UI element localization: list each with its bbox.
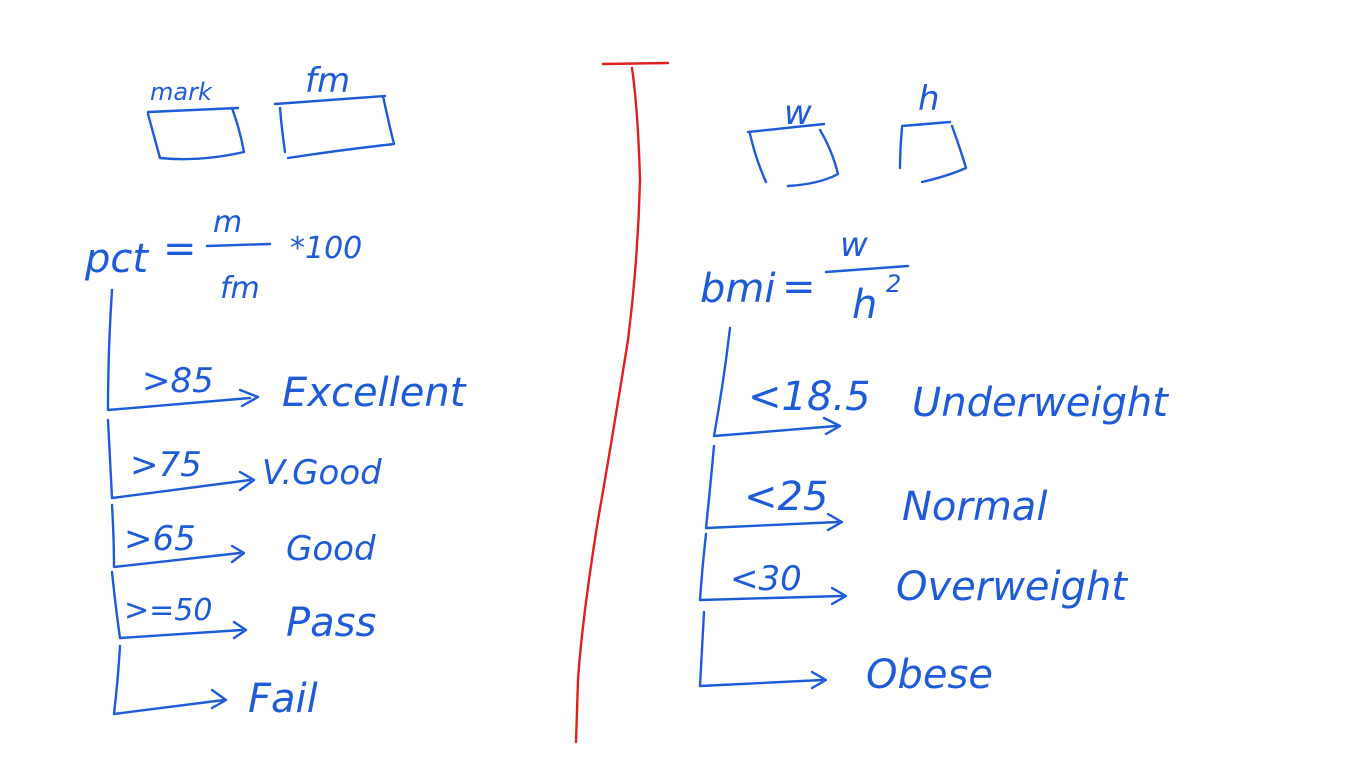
bmi-result-2: Normal bbox=[902, 484, 1047, 530]
formula-bmi: bmi = w h 2 bbox=[700, 225, 910, 328]
formula-pct: pct = m fm *100 bbox=[84, 205, 362, 306]
bmi-result-4: Obese bbox=[866, 652, 993, 698]
formula-numerator: m bbox=[213, 205, 242, 240]
bmi-diagram: w h bmi = w h 2 <18.5 <25 <30 Underwei bbox=[698, 79, 1169, 698]
formula-denominator: fm bbox=[220, 271, 260, 306]
fraction-bar bbox=[205, 242, 272, 248]
input-box-mark: mark bbox=[146, 78, 246, 161]
branch-result-3: Good bbox=[286, 529, 376, 569]
bmi-cond-3: <30 bbox=[730, 559, 802, 599]
branch-result-4: Pass bbox=[286, 600, 376, 646]
branch-cond-4: >=50 bbox=[124, 593, 212, 628]
bmi-fraction-bar bbox=[824, 264, 910, 274]
bmi-denominator: h bbox=[852, 282, 877, 328]
input-box-w: w bbox=[746, 93, 840, 188]
bmi-cond-2: <25 bbox=[744, 474, 828, 520]
grade-diagram: mark fm pct = m fm *100 >85 >75 >65 bbox=[84, 61, 467, 722]
input-label-fm: fm bbox=[305, 61, 350, 101]
branch-result-2: V.Good bbox=[262, 453, 382, 493]
branch-cond-2: >75 bbox=[130, 445, 202, 485]
bmi-exponent: 2 bbox=[886, 270, 901, 298]
branch-result-5: Fail bbox=[248, 676, 318, 722]
formula-equals: = bbox=[163, 226, 197, 272]
branch-result-1: Excellent bbox=[282, 370, 467, 416]
branch-connector bbox=[106, 288, 252, 412]
branch-cond-1: >85 bbox=[142, 361, 214, 401]
bmi-branch-connector bbox=[712, 326, 838, 438]
input-label-mark: mark bbox=[150, 78, 213, 106]
bmi-result-3: Overweight bbox=[896, 564, 1128, 610]
section-divider bbox=[574, 61, 670, 744]
input-box-h: h bbox=[898, 79, 968, 184]
formula-lhs: pct bbox=[84, 236, 149, 282]
bmi-equals: = bbox=[782, 264, 816, 310]
bmi-numerator: w bbox=[840, 225, 868, 265]
input-box-fm: fm bbox=[273, 61, 396, 160]
bmi-lhs: bmi bbox=[700, 266, 775, 312]
formula-multiplier: *100 bbox=[290, 231, 362, 266]
bmi-cond-1: <18.5 bbox=[748, 374, 871, 420]
bmi-result-1: Underweight bbox=[912, 380, 1169, 426]
input-label-h: h bbox=[918, 79, 940, 119]
branch-cond-3: >65 bbox=[124, 519, 196, 559]
